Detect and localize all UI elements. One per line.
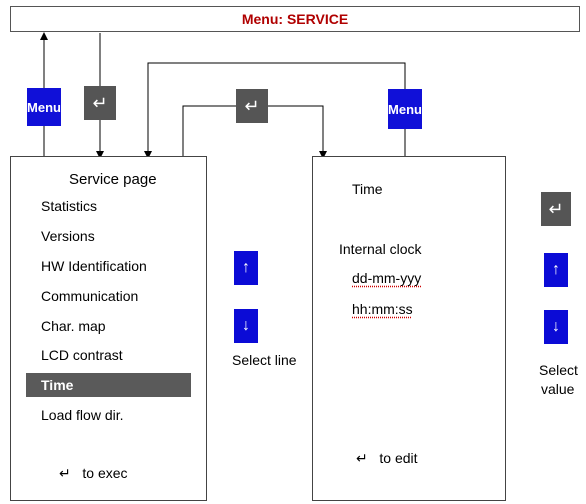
menu-item-lcd-contrast[interactable]: LCD contrast (41, 347, 123, 363)
menu-item-load-flow-dir[interactable]: Load flow dir. (41, 407, 124, 423)
down-arrow-button-line[interactable]: ↓ (234, 309, 258, 343)
time-format-field[interactable]: hh:mm:ss (352, 301, 413, 317)
enter-icon: ↵ (92, 92, 108, 113)
menu-title: Menu: SERVICE (241, 11, 349, 27)
enter-icon: ↵ (59, 465, 71, 481)
down-arrow-icon: ↓ (242, 317, 250, 334)
service-page-heading: Service page (69, 171, 157, 188)
menu-button-right[interactable]: Menu (388, 89, 422, 129)
enter-icon: ↵ (356, 450, 368, 466)
service-page-panel: Service page Statistics Versions HW Iden… (10, 156, 207, 501)
menu-button-left[interactable]: Menu (27, 88, 61, 126)
right-menu-to-service-arrow (144, 62, 406, 159)
up-arrow-icon: ↑ (242, 259, 250, 276)
menu-item-char-map[interactable]: Char. map (41, 318, 106, 334)
menu-item-hw-identification[interactable]: HW Identification (41, 258, 147, 274)
date-format-field[interactable]: dd-mm-yyy (352, 270, 422, 286)
enter-icon: ↵ (244, 95, 260, 116)
up-arrow-button-line[interactable]: ↑ (234, 251, 258, 285)
internal-clock-label: Internal clock (339, 241, 422, 257)
menu-title-bar: Menu: SERVICE (10, 6, 580, 32)
menu-item-time-selected[interactable]: Time (26, 373, 191, 397)
menu-item-versions[interactable]: Versions (41, 228, 95, 244)
enter-button-right[interactable]: ↵ (541, 192, 571, 226)
exec-hint: ↵ to exec (59, 465, 128, 482)
menu-button-label: Menu (27, 99, 61, 115)
menu-item-statistics[interactable]: Statistics (41, 198, 98, 214)
edit-hint: ↵ to edit (356, 450, 418, 467)
menu-button-label: Menu (388, 101, 422, 117)
enter-button-middle[interactable]: ↵ (236, 89, 268, 123)
down-arrow-button-value[interactable]: ↓ (544, 310, 568, 344)
select-value-label-2: value (541, 381, 575, 397)
time-panel: Time Internal clock dd-mm-yyy hh:mm:ss ↵… (312, 156, 506, 501)
select-line-label: Select line (232, 352, 297, 368)
down-arrow-icon: ↓ (552, 318, 560, 335)
enter-icon: ↵ (548, 198, 564, 219)
time-heading: Time (352, 181, 383, 197)
edit-hint-label: to edit (379, 450, 418, 466)
select-value-label-1: Select (539, 362, 578, 378)
enter-button-top[interactable]: ↵ (84, 86, 116, 120)
up-arrow-button-value[interactable]: ↑ (544, 253, 568, 287)
exec-hint-label: to exec (82, 465, 128, 481)
menu-item-communication[interactable]: Communication (41, 288, 139, 304)
up-arrow-icon: ↑ (552, 261, 560, 278)
